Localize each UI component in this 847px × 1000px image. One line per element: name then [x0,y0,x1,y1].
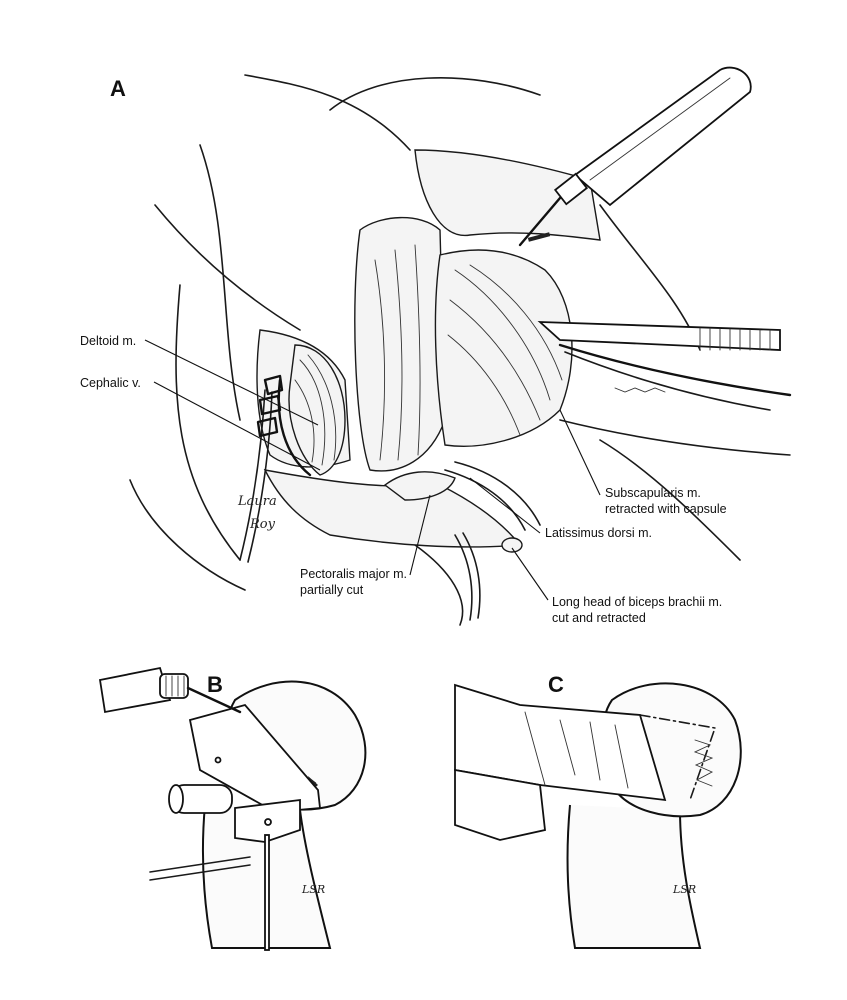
panel-c: C LSR [454,672,742,949]
label-pectoralis-line1: Pectoralis major m. [300,567,407,581]
leader-subscapularis [559,409,601,496]
label-pectoralis-line2: partially cut [300,583,364,597]
label-biceps-line1: Long head of biceps brachii m. [552,595,722,609]
label-deltoid: Deltoid m. [80,334,136,348]
label-subscapularis-line2: retracted with capsule [605,502,727,516]
panel-c-initials: LSR [672,883,696,896]
panel-a-wound [256,149,601,553]
panel-a-drapes [129,74,791,626]
label-biceps-line2: cut and retracted [552,611,646,625]
panel-b-letter: B [207,672,223,697]
panel-a-vein-and-tubes [239,378,481,621]
label-cephalic: Cephalic v. [80,376,141,390]
panel-a: A [80,66,792,626]
panel-c-cut-outline [639,714,716,801]
panel-b: B LSR [98,666,367,951]
panel-b-cutting-guide [188,703,321,813]
panel-c-letter: C [548,672,564,697]
leader-latissimus [469,477,541,534]
panel-a-letter: A [110,76,126,101]
label-latissimus: Latissimus dorsi m. [545,526,652,540]
leader-deltoid [144,339,319,426]
panel-a-electrocautery [518,66,752,247]
artist-signature-line2: Roy [249,517,276,532]
leader-biceps [511,547,549,601]
leader-pectoralis [409,494,431,576]
label-subscapularis-line1: Subscapularis m. [605,486,701,500]
leader-cephalic [153,381,321,471]
panel-b-electrocautery [98,666,242,714]
panel-a-retractor [256,374,284,438]
panel-a-forceps [537,321,792,411]
panel-c-humerus-shaft [566,804,702,949]
panel-b-initials: LSR [301,883,325,896]
artist-signature-line1: Laura [237,494,277,509]
